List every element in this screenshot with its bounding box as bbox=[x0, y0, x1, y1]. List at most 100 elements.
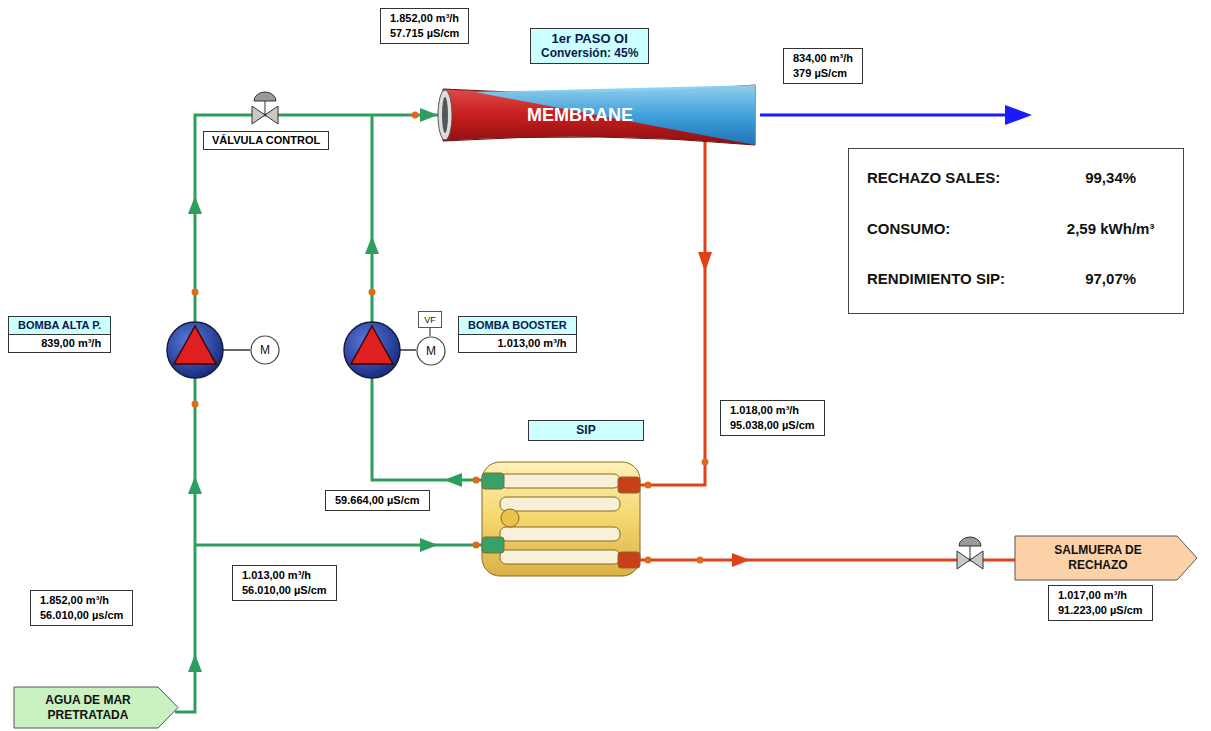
instrument-dot bbox=[645, 482, 652, 489]
node-text: 56.010,00 µS/cm bbox=[242, 583, 327, 598]
flow-arrow bbox=[188, 108, 462, 672]
membrane-vessel: MEMBRANE bbox=[435, 85, 765, 145]
node-text: M bbox=[260, 343, 270, 357]
booster-pump bbox=[400, 349, 416, 351]
node-text: 839,00 m³/h bbox=[9, 335, 110, 352]
node-text: 1.852,00 m³/h bbox=[40, 593, 123, 608]
flow-readout: 1.018,00 m³/h95.038,00 µS/cm bbox=[720, 400, 825, 436]
node-text: 1er PASO OI bbox=[541, 31, 638, 46]
reject-valve bbox=[959, 537, 981, 546]
node-text: 95.038,00 µS/cm bbox=[730, 418, 815, 433]
node-text: RENDIMIENTO SIP: bbox=[867, 270, 1026, 287]
motor-symbol: M bbox=[250, 335, 280, 365]
node-text: CONSUMO: bbox=[867, 220, 1026, 237]
pressure-exchanger bbox=[500, 527, 620, 541]
device-label: SIP bbox=[528, 420, 644, 441]
outlet-tag: SALMUERA DE RECHAZO bbox=[1015, 536, 1197, 580]
instrument-dot bbox=[702, 459, 709, 466]
instrument-dot bbox=[369, 289, 376, 296]
node-text: 56.010,00 µs/cm bbox=[40, 608, 123, 623]
pressure-exchanger bbox=[482, 473, 504, 489]
node-text: RECHAZO SALES: bbox=[867, 169, 1026, 186]
node-text: 1.017,00 m³/h bbox=[1058, 588, 1143, 603]
booster-pump bbox=[351, 326, 393, 364]
tag-shape bbox=[14, 687, 178, 728]
motor-symbol: M bbox=[416, 336, 446, 366]
results-panel: RECHAZO SALES: 99,34% CONSUMO: 2,59 kWh/m³ R… bbox=[848, 148, 1184, 314]
flow-readout: 1.852,00 m³/h56.010,00 µs/cm bbox=[30, 590, 133, 626]
membrane-inlet bbox=[442, 97, 448, 133]
pressure-exchanger bbox=[500, 550, 620, 564]
pressure-exchanger bbox=[500, 474, 620, 488]
feed-pipe bbox=[175, 115, 440, 712]
node-text: 2,59 kWh/m³ bbox=[1056, 220, 1165, 237]
feed-pipe bbox=[372, 115, 482, 480]
reject-valve bbox=[957, 537, 983, 569]
node-text: 99,34% bbox=[1056, 169, 1165, 186]
flow-arrow bbox=[1005, 105, 1032, 125]
pressure-exchanger bbox=[482, 462, 640, 576]
node-text: 1.013,00 m³/h bbox=[459, 335, 576, 352]
reject-valve bbox=[970, 546, 971, 560]
pressure-exchanger bbox=[482, 462, 640, 576]
high-pressure-pump bbox=[223, 349, 250, 351]
node-text: 1.852,00 m³/h bbox=[390, 11, 459, 26]
pressure-exchanger bbox=[482, 537, 504, 553]
node-text: VÁLVULA CONTROL bbox=[212, 133, 320, 148]
permeate-pipe bbox=[760, 114, 1012, 117]
flow-arrow bbox=[420, 538, 438, 552]
instrument-dot bbox=[697, 557, 704, 564]
node-text: M bbox=[426, 344, 436, 358]
node-text: 59.664,00 µS/cm bbox=[335, 493, 420, 508]
flow-arrow bbox=[188, 476, 202, 494]
inlet-tag: AGUA DE MAR PRETRATADA bbox=[14, 687, 178, 728]
instrument-dot bbox=[412, 112, 419, 119]
pressure-exchanger bbox=[501, 509, 519, 527]
high-pressure-pump bbox=[174, 326, 216, 364]
feed-pipe bbox=[175, 115, 482, 712]
node-text: 1.018,00 m³/h bbox=[730, 403, 815, 418]
flow-arrow bbox=[188, 196, 202, 214]
conductivity-readout: 59.664,00 µS/cm bbox=[325, 490, 430, 511]
booster-pump bbox=[344, 322, 400, 378]
brine-pipe bbox=[640, 140, 705, 485]
node-text: 91.223,00 µS/cm bbox=[1058, 603, 1143, 618]
flow-readout: 1.017,00 m³/h91.223,00 µS/cm bbox=[1048, 585, 1153, 621]
flow-readout: 834,00 m³/h379 µS/cm bbox=[783, 48, 863, 84]
permeate-pipe bbox=[760, 114, 1012, 117]
pressure-exchanger bbox=[618, 477, 640, 493]
pressure-exchanger bbox=[618, 552, 640, 568]
control-valve bbox=[252, 106, 265, 124]
high-pressure-pump bbox=[167, 322, 223, 378]
instrument-dot bbox=[192, 289, 199, 296]
instrument-dot bbox=[645, 557, 652, 564]
node-text: 834,00 m³/h bbox=[793, 51, 853, 66]
membrane-inlet bbox=[438, 90, 452, 140]
feed-pipe bbox=[195, 544, 482, 547]
flow-arrow bbox=[732, 553, 750, 567]
node-text: MEMBRANE bbox=[527, 105, 633, 126]
instrument-dot bbox=[473, 477, 480, 484]
node-text: SIP bbox=[539, 423, 633, 438]
node-text: 1.013,00 m³/h bbox=[242, 568, 327, 583]
control-valve bbox=[265, 106, 278, 124]
pump-label: BOMBA BOOSTER1.013,00 m³/h bbox=[458, 316, 577, 353]
connector bbox=[429, 328, 430, 336]
control-valve bbox=[254, 92, 276, 101]
control-valve bbox=[265, 101, 266, 115]
node-text: 97,07% bbox=[1056, 270, 1165, 287]
flow-arrow bbox=[365, 236, 379, 254]
node-text: 379 µS/cm bbox=[793, 66, 853, 81]
node-text: VF bbox=[424, 315, 436, 325]
high-pressure-pump bbox=[167, 322, 250, 378]
flow-readout: 1.852,00 m³/h57.715 µS/cm bbox=[380, 8, 469, 44]
drive-box: VF bbox=[418, 311, 442, 328]
flow-arrow bbox=[444, 473, 462, 487]
valve-label: VÁLVULA CONTROL bbox=[203, 131, 329, 150]
flow-arrow bbox=[188, 654, 202, 672]
control-valve bbox=[252, 92, 278, 124]
flow-arrow bbox=[420, 108, 438, 122]
booster-pump bbox=[344, 322, 416, 378]
instrument-dot bbox=[192, 401, 199, 408]
